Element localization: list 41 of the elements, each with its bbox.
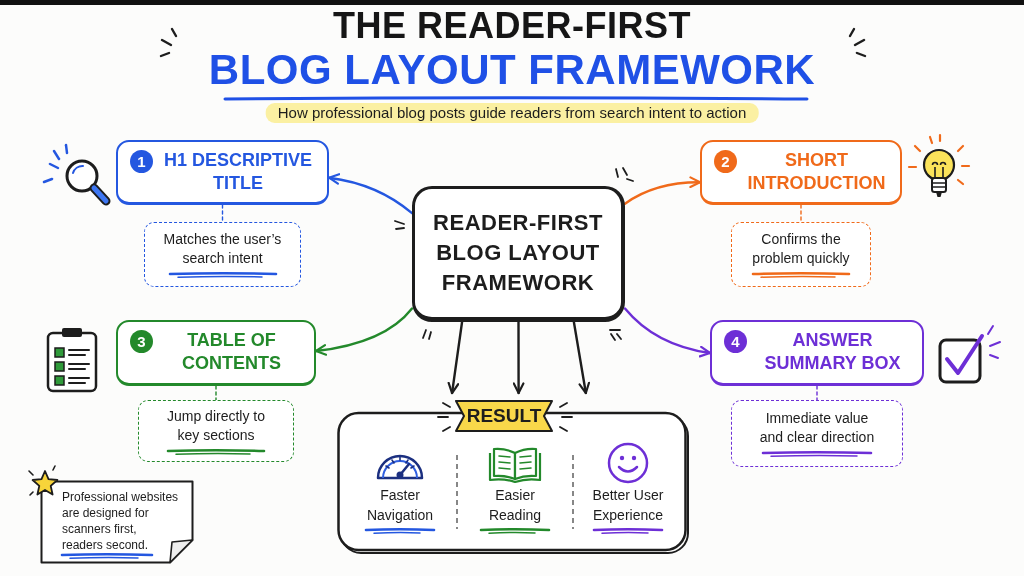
- arrow: [327, 173, 414, 215]
- step-number-badge: 3: [130, 330, 153, 353]
- connector-line: [215, 385, 217, 401]
- note-text: Confirms the problem quickly: [751, 230, 851, 268]
- step-title: TABLE OF CONTENTS: [181, 329, 282, 375]
- step-number-badge: 4: [724, 330, 747, 353]
- step-box: [116, 320, 316, 386]
- note-text: Matches the user’s search intent: [162, 230, 283, 268]
- step-title: SHORT INTRODUCTION: [746, 149, 887, 195]
- step-title: ANSWER SUMMARY BOX: [763, 329, 902, 375]
- arrow: [623, 176, 702, 205]
- dashed-note-box: [144, 222, 301, 287]
- arrow: [623, 307, 712, 358]
- step-box: [700, 140, 902, 205]
- note-text: Professional websites are designed for scanners first, readers second.: [62, 489, 180, 553]
- subtitle: How professional blog posts guide readers from search intent to action: [265, 103, 759, 123]
- connector-line: [800, 204, 802, 223]
- arrow: [512, 320, 525, 395]
- step-title: H1 DESCRIPTIVE TITLE: [162, 149, 313, 195]
- step-number-badge: 1: [130, 150, 153, 173]
- dashed-note-box: [138, 400, 294, 462]
- sticky-note: [40, 480, 194, 564]
- topic-title: READER-FIRST BLOG LAYOUT FRAMEWORK: [432, 209, 604, 297]
- arrow: [572, 320, 591, 395]
- central-topic-box: [412, 186, 625, 322]
- dashed-note-box: [731, 222, 871, 287]
- title-heading: THE READER-FIRST BLOG LAYOUT FRAMEWORK: [208, 5, 816, 94]
- connector-line: [816, 385, 818, 401]
- step-box: [116, 140, 329, 205]
- result-item-text: Faster Navigation: [365, 486, 435, 525]
- arrow: [447, 320, 464, 395]
- note-text: Jump directly to key sections: [165, 406, 266, 445]
- dashed-note-box: [731, 400, 903, 467]
- note-text: Immediate value and clear direction: [758, 409, 876, 447]
- result-item-text: Easier Reading: [487, 486, 543, 525]
- connector-line: [221, 204, 224, 223]
- result-item-text: Better User Experience: [591, 486, 665, 525]
- step-box: [710, 320, 924, 386]
- result-banner: RESULT: [455, 399, 553, 433]
- step-number-badge: 2: [714, 150, 737, 173]
- arrow: [314, 307, 414, 356]
